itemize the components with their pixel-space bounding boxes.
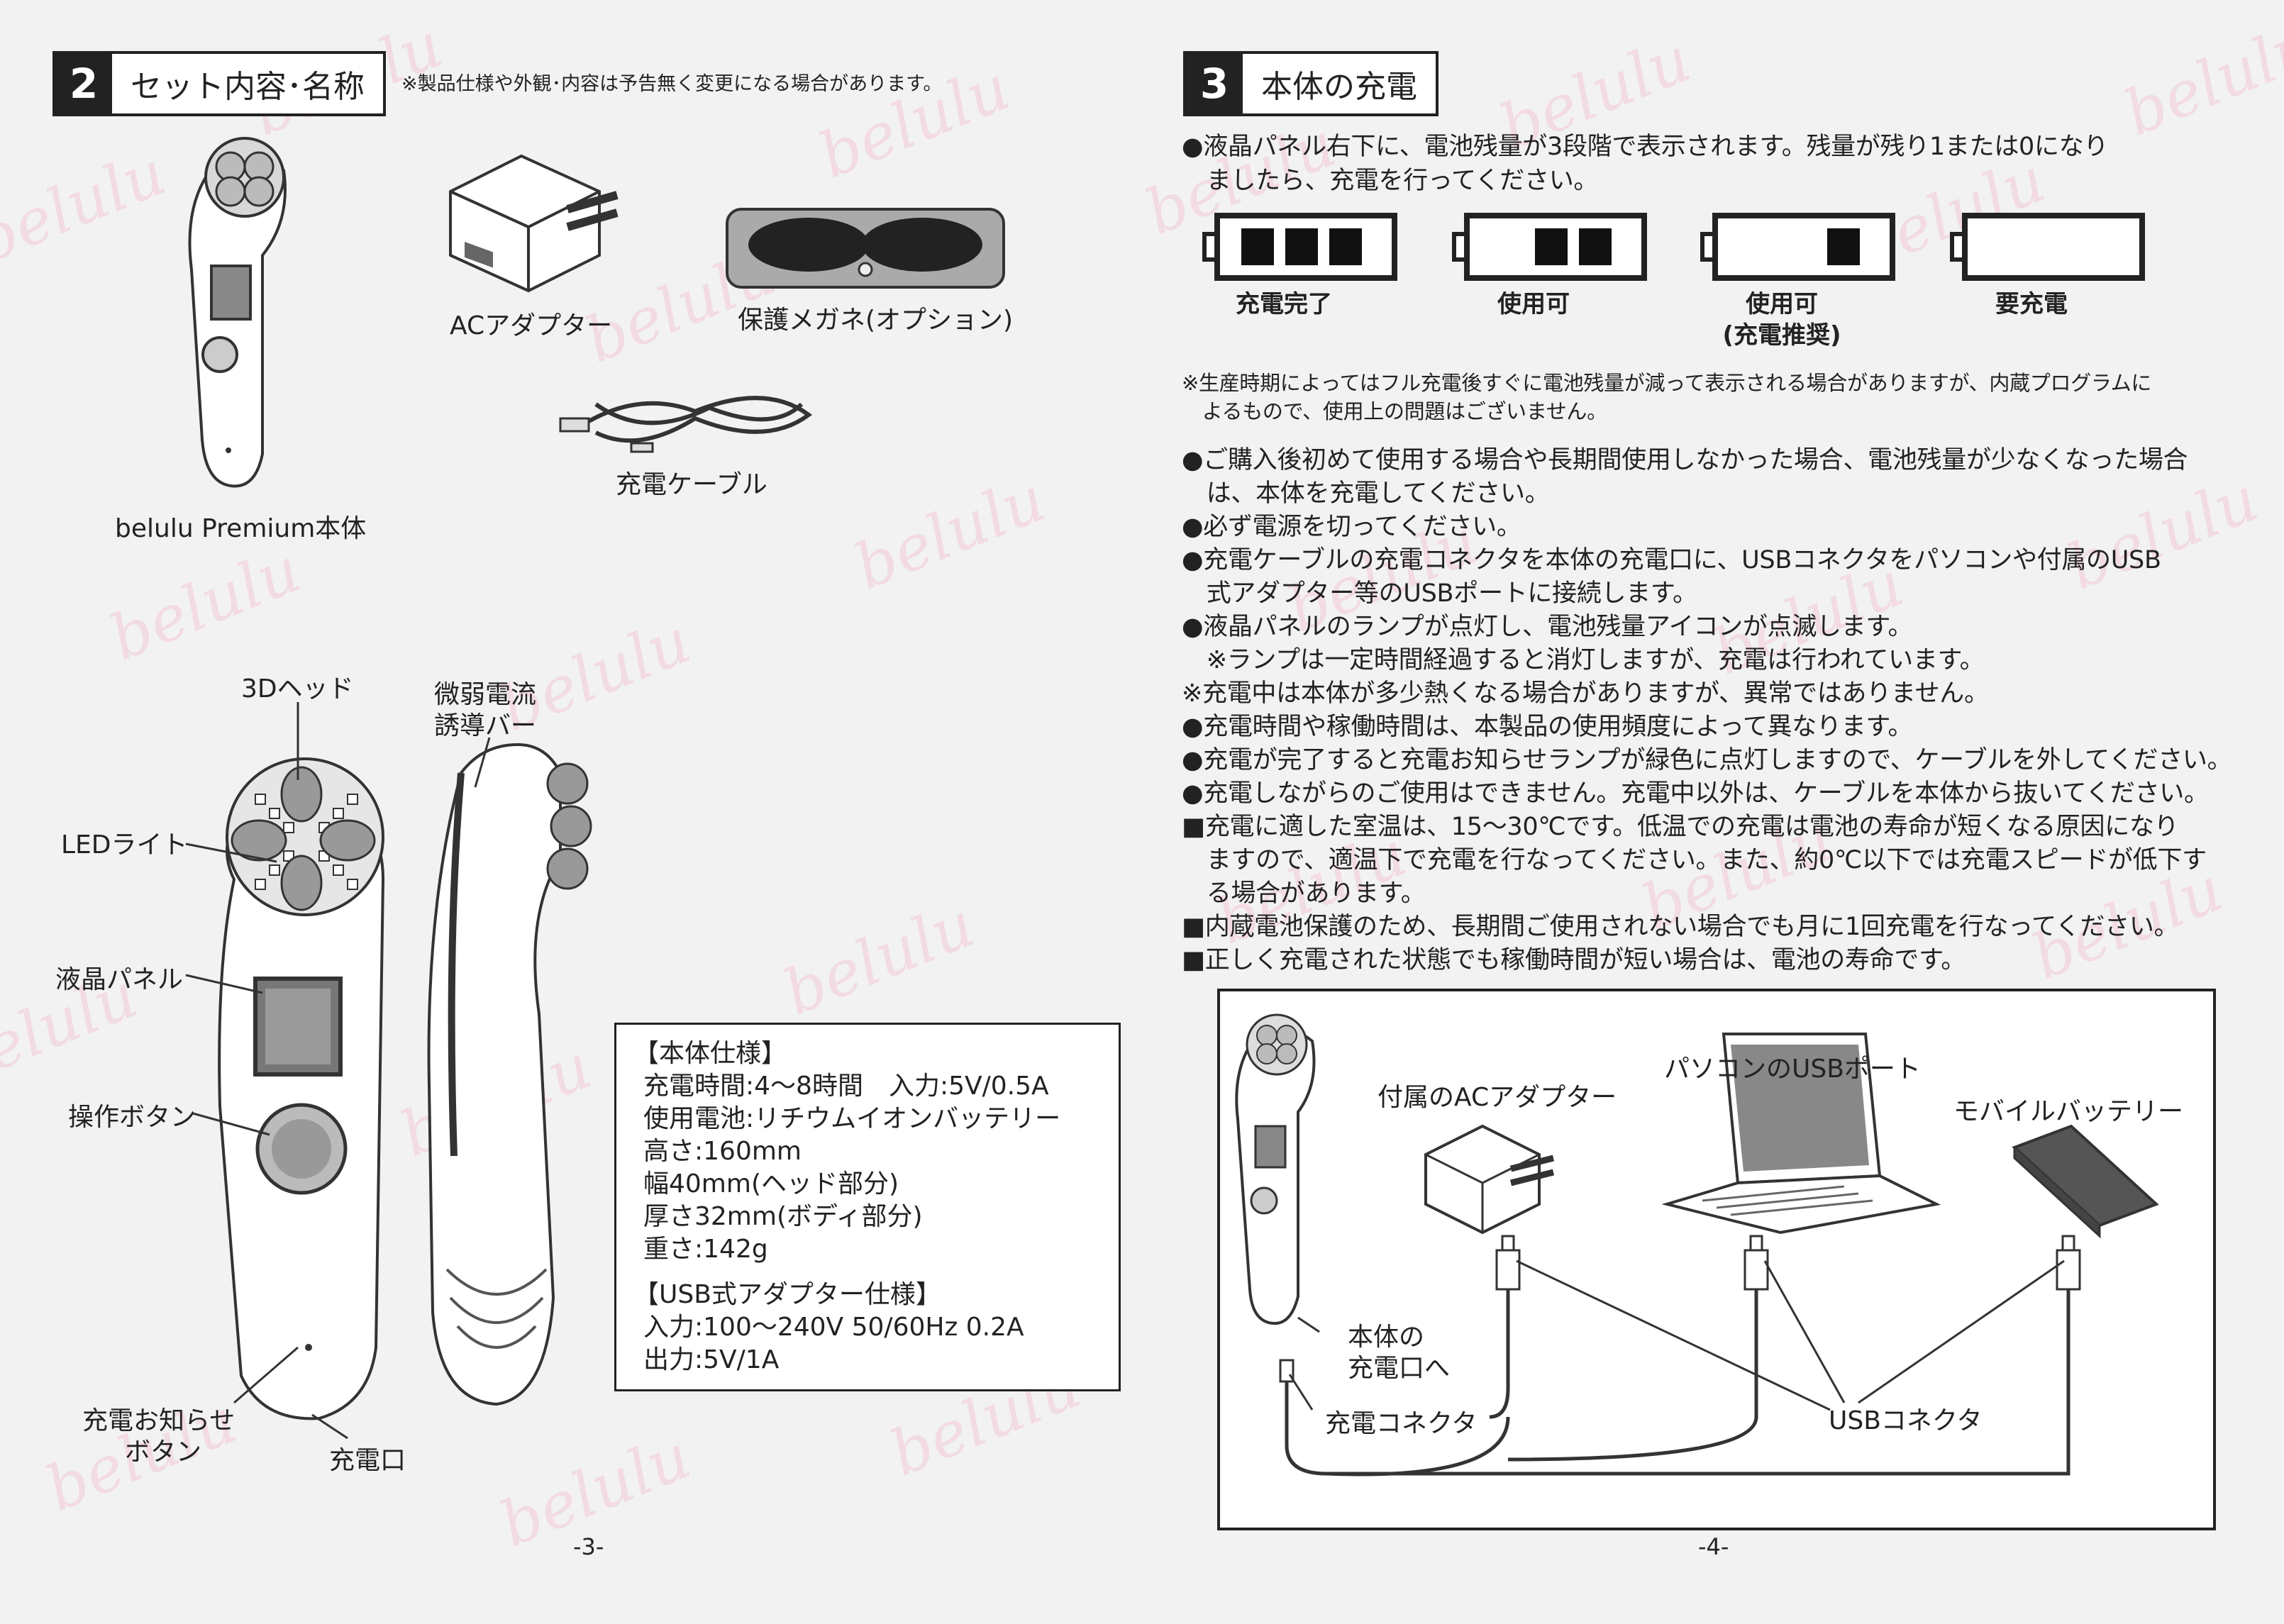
bullet-line: 式アダプター等のUSBポートに接続します。 — [1182, 579, 1697, 608]
bullet-line: ●液晶パネルのランプが点灯し、電池残量アイコンが点滅します。 — [1182, 613, 1913, 641]
bullet-line: ●充電ケーブルの充電コネクタを本体の充電口に、USBコネクタをパソコンや付属のU… — [1182, 546, 2161, 574]
battery-icon — [1950, 213, 2145, 281]
section-title: セット内容･名称 — [112, 54, 383, 113]
part-label-button: 操作ボタン — [68, 1103, 196, 1132]
bullet-line: る場合があります。 — [1182, 879, 1426, 908]
right-page: belulu belulu belulu belulu belulu belul… — [1136, 0, 2284, 1624]
diagram-label-port-1: 本体の — [1348, 1323, 1425, 1352]
ac-adapter-illustration — [449, 154, 619, 293]
part-label-bar-2: 誘導バー — [434, 711, 537, 740]
battery-label: 使用可 — [1746, 290, 1818, 318]
bullet-line: ●充電しながらのご使用はできません。充電中以外は、ケーブルを本体から抜いてくださ… — [1182, 779, 2209, 808]
cable-label: 充電ケーブル — [616, 470, 767, 499]
note-line: よるもので、使用上の問題はございません。 — [1182, 399, 1607, 423]
goggles-illustration — [726, 208, 1005, 289]
spec-title: 【本体仕様】 — [633, 1039, 787, 1068]
spec-line: 重さ:142g — [643, 1235, 768, 1264]
part-label-head: 3Dヘッド — [241, 674, 354, 703]
spec-change-notice: ※製品仕様や外観･内容は予告無く変更になる場合があります。 — [401, 73, 943, 95]
note-line: ※生産時期によってはフル充電後すぐに電池残量が減って表示される場合がありますが、… — [1182, 371, 2152, 395]
device-illustration — [188, 137, 287, 488]
device-front-view — [218, 757, 385, 1420]
bullet-line: ※充電中は本体が多少熱くなる場合がありますが、異常ではありません。 — [1182, 679, 1989, 708]
page-number: -4- — [1698, 1533, 1729, 1560]
goggles-label: 保護メガネ(オプション) — [738, 306, 1014, 335]
battery-bar — [1285, 228, 1318, 265]
battery-icon — [1452, 213, 1647, 281]
battery-bar — [1329, 228, 1362, 265]
section-number: 3 — [1186, 54, 1243, 113]
battery-icons — [1202, 213, 2145, 281]
spec-line: 幅40mm(ヘッド部分) — [643, 1169, 899, 1198]
leader-lines — [185, 702, 491, 1440]
battery-bar — [1827, 228, 1860, 265]
part-label-bar-1: 微弱電流 — [434, 680, 537, 709]
usb-spec-line: 出力:5V/1A — [643, 1345, 780, 1374]
bullet-list: ●ご購入後初めて使用する場合や長期間使用しなかった場合、電池残量が少なくなった場… — [1182, 444, 2232, 977]
bullet-line: ■内蔵電池保護のため、長期間ご使用されない場合でも月に1回充電を行なってください… — [1182, 913, 2179, 941]
part-label-notify-2: ボタン — [125, 1437, 202, 1467]
battery-label: 充電完了 — [1236, 290, 1332, 318]
spec-box: 【本体仕様】 充電時間:4～8時間 入力:5V/0.5A 使用電池:リチウムイオ… — [614, 1023, 1121, 1391]
bullet-line: ますので、適温下で充電を行なってください。また、約0℃以下では充電スピードが低下… — [1182, 846, 2207, 874]
usb-spec-line: 入力:100～240V 50/60Hz 0.2A — [643, 1313, 1024, 1342]
battery-label: 使用可 — [1497, 290, 1570, 318]
bullet-line: は、本体を充電してください。 — [1182, 479, 1550, 508]
bullet-line: ■充電に適した室温は、15～30℃です。低温での充電は電池の寿命が短くなる原因に… — [1182, 813, 2179, 841]
spec-line: 使用電池:リチウムイオンバッテリー — [643, 1104, 1061, 1133]
bullet-line: ※ランプは一定時間経過すると消灯しますが、充電は行われています。 — [1182, 646, 1985, 674]
watermark: belulu — [2114, 8, 2284, 150]
part-label-lcd: 液晶パネル — [55, 965, 184, 994]
bullet-line: ●充電時間や稼働時間は、本製品の使用頻度によって異なります。 — [1182, 713, 1913, 741]
section-number: 2 — [55, 54, 112, 113]
intro-line: ましたら、充電を行ってください。 — [1182, 167, 1599, 195]
ac-adapter-label: ACアダプター — [450, 311, 613, 340]
part-label-port: 充電口 — [329, 1446, 406, 1475]
bullet-line: ●充電が完了すると充電お知らせランプが緑色に点灯しますので、ケーブルを外してくだ… — [1182, 746, 2232, 774]
spec-line: 厚さ32mm(ボディ部分) — [643, 1202, 923, 1231]
spec-line: 高さ:160mm — [643, 1137, 802, 1166]
diagram-label-battery: モバイルバッテリー — [1953, 1097, 2184, 1126]
device-label: belulu Premium本体 — [115, 514, 367, 543]
device-side-view — [427, 743, 592, 1406]
charging-diagram: 付属のACアダプター パソコンのUSBポート モバイルバッテリー 本体の 充電口… — [1217, 989, 2216, 1530]
battery-icon — [1202, 213, 1397, 281]
diagram-label-charge-connector: 充電コネクタ — [1325, 1409, 1478, 1438]
cable-illustration — [559, 396, 813, 453]
battery-label-sub: (充電推奨) — [1722, 321, 1841, 350]
battery-bar — [1241, 228, 1274, 265]
section-title: 本体の充電 — [1243, 54, 1436, 113]
battery-bar — [1579, 228, 1612, 265]
page-number: -3- — [573, 1533, 604, 1560]
part-label-notify-1: 充電お知らせ — [82, 1406, 235, 1435]
battery-icon — [1700, 213, 1895, 281]
diagram-art — [1235, 1013, 2159, 1476]
diagram-label-ac: 付属のACアダプター — [1377, 1083, 1617, 1112]
left-page: belulu belulu belulu belulu belulu belul… — [0, 9, 1121, 1561]
spec-line: 充電時間:4～8時間 入力:5V/0.5A — [643, 1072, 1049, 1101]
diagram-label-usb-connector: USBコネクタ — [1829, 1406, 1983, 1435]
part-label-led: LEDライト — [61, 830, 188, 860]
bullet-line: ●ご購入後初めて使用する場合や長期間使用しなかった場合、電池残量が少なくなった場… — [1182, 446, 2188, 474]
section-header: 3 本体の充電 — [1183, 51, 1438, 116]
section-header: 2 セット内容･名称 — [52, 51, 386, 116]
intro-line: ●液晶パネル右下に、電池残量が3段階で表示されます。残量が残り1または0になり — [1182, 133, 2109, 161]
battery-label: 要充電 — [1995, 290, 2068, 318]
diagram-label-port-2: 充電口へ — [1348, 1354, 1451, 1383]
bullet-line: ●必ず電源を切ってください。 — [1182, 513, 1521, 541]
bullet-line: ■正しく充電された状態でも稼働時間が短い場合は、電池の寿命です。 — [1182, 946, 1966, 974]
usb-spec-title: 【USB式アダプター仕様】 — [633, 1280, 941, 1309]
diagram-label-pc: パソコンのUSBポート — [1664, 1055, 1921, 1084]
battery-bar — [1535, 228, 1568, 265]
